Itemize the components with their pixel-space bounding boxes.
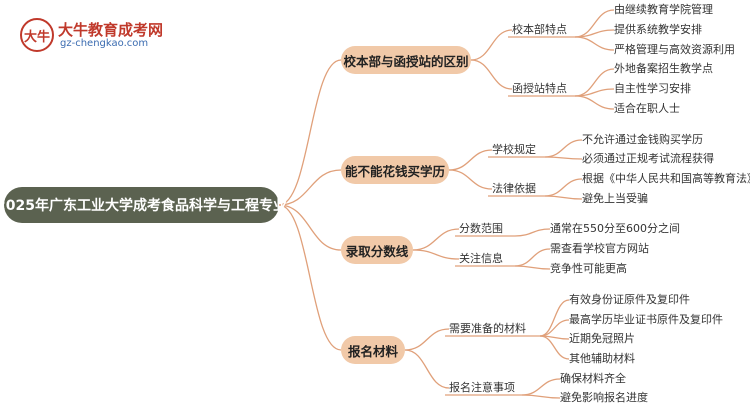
leaf-item: 提供系统教学安排 — [614, 23, 702, 36]
connector-line — [278, 204, 342, 251]
branch-cutoff-score: 录取分数线 — [341, 236, 413, 264]
connector-line — [404, 349, 450, 389]
connector-line — [448, 149, 493, 171]
connector-line — [412, 249, 460, 260]
sub-campus-features: 校本部特点 — [512, 23, 567, 36]
leaf-item: 外地备案招生教学点 — [614, 62, 713, 75]
logo-url: gz-chengkao.com — [60, 38, 149, 49]
sub-school-rules: 学校规定 — [492, 143, 536, 156]
sub-legal-basis: 法律依据 — [492, 182, 536, 195]
connector-line — [544, 178, 583, 197]
leaf-item: 最高学历毕业证书原件及复印件 — [569, 313, 723, 326]
leaf-item: 必须通过正规考试流程获得 — [582, 152, 714, 165]
sub-watch-info: 关注信息 — [459, 252, 503, 265]
leaf-item: 自主性学习安排 — [614, 82, 691, 95]
branch-application-materials: 报名材料 — [341, 336, 405, 364]
connector-line — [448, 169, 493, 190]
leaf-item: 适合在职人士 — [614, 102, 680, 115]
connector-line — [574, 36, 615, 51]
branch-campus-vs-station: 校本部与函授站的区别 — [341, 46, 471, 74]
connector-line — [470, 29, 513, 61]
root-topic: 2025年广东工业大学成考食品科学与工程专业 — [0, 187, 287, 223]
leaf-item: 根据《中华人民共和国高等教育法》 — [582, 172, 750, 185]
leaf-item: 近期免冠照片 — [569, 332, 635, 345]
connector-line — [470, 59, 513, 90]
connector-line — [539, 319, 570, 337]
sub-application-notes: 报名注意事项 — [449, 381, 515, 394]
site-logo[interactable]: 大牛 大牛教育成考网 gz-chengkao.com — [14, 16, 174, 56]
connector-line — [521, 394, 561, 399]
connector-line — [412, 228, 460, 251]
sub-station-features: 函授站特点 — [512, 82, 567, 95]
connector-line — [544, 156, 583, 160]
connector-line — [278, 169, 342, 206]
sub-required-materials: 需要准备的材料 — [449, 322, 526, 335]
leaf-item: 通常在550分至600分之间 — [550, 222, 680, 235]
leaf-item: 确保材料齐全 — [560, 372, 626, 385]
connector-line — [539, 335, 570, 360]
leaf-item: 需查看学校官方网站 — [550, 242, 649, 255]
leaf-item: 避免影响报名进度 — [560, 391, 648, 404]
connector-line — [539, 299, 570, 337]
leaf-item: 避免上当受骗 — [582, 192, 648, 205]
leaf-item: 其他辅助材料 — [569, 352, 635, 365]
connector-line — [574, 95, 615, 110]
logo-title: 大牛教育成考网 — [58, 21, 164, 39]
sub-score-range: 分数范围 — [459, 222, 503, 235]
logo-mark-icon: 大牛 — [20, 18, 54, 52]
leaf-item: 竞争性可能更高 — [550, 262, 627, 275]
leaf-item: 由继续教育学院管理 — [614, 3, 713, 16]
connector-line — [544, 195, 583, 200]
connector-line — [544, 139, 583, 158]
branch-buy-degree: 能不能花钱买学历 — [341, 156, 449, 184]
leaf-item: 不允许通过金钱购买学历 — [582, 133, 703, 146]
connector-line — [514, 265, 551, 270]
connector-line — [514, 248, 551, 267]
connector-line — [278, 204, 342, 351]
leaf-item: 有效身份证原件及复印件 — [569, 293, 690, 306]
connector-line — [514, 228, 551, 237]
connector-line — [404, 328, 450, 351]
connector-line — [278, 59, 342, 206]
leaf-item: 严格管理与高效资源利用 — [614, 43, 735, 56]
connector-line — [521, 378, 561, 396]
